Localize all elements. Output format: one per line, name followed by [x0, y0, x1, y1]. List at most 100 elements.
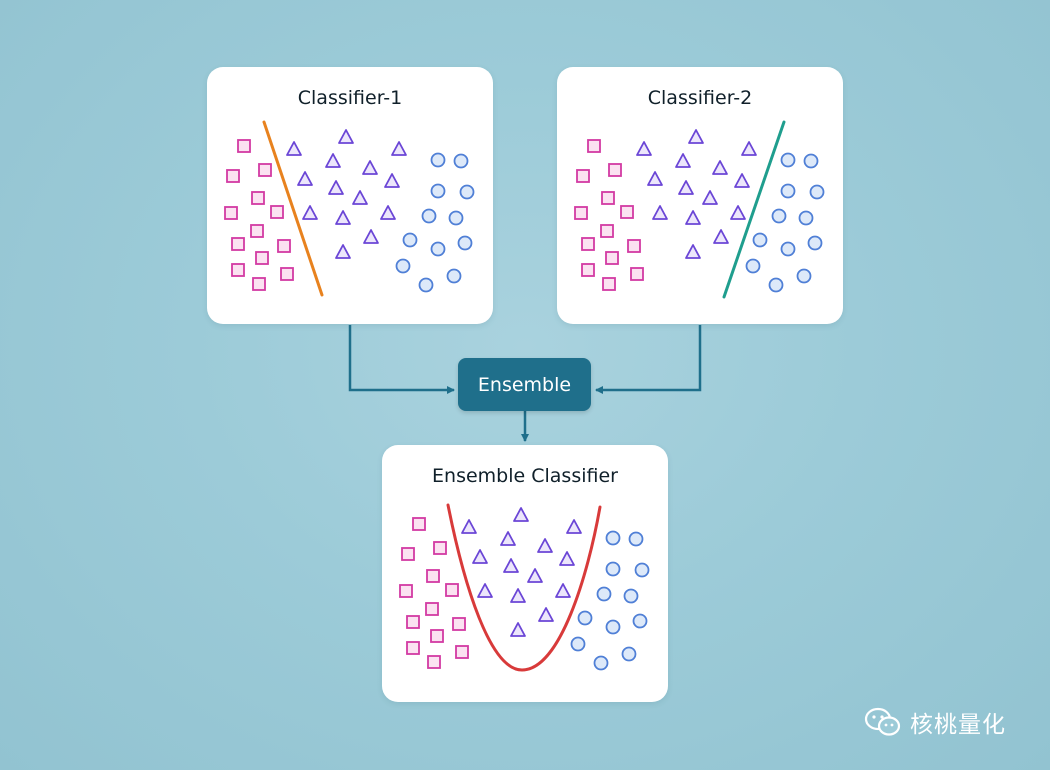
circle-point: [780, 152, 796, 168]
circle-point: [809, 184, 825, 200]
circle-point: [430, 241, 446, 257]
triangle-point: [352, 190, 368, 205]
square-point: [620, 205, 634, 219]
triangle-point: [380, 205, 396, 220]
triangle-point: [391, 141, 407, 156]
triangle-point: [503, 558, 519, 573]
square-point: [581, 237, 595, 251]
circle-point: [623, 588, 639, 604]
square-point: [250, 224, 264, 238]
triangle-point: [685, 210, 701, 225]
circle-point: [768, 277, 784, 293]
circle-point: [448, 210, 464, 226]
triangle-point: [713, 229, 729, 244]
square-point: [406, 641, 420, 655]
square-point: [426, 569, 440, 583]
circle-point: [771, 208, 787, 224]
square-point: [277, 239, 291, 253]
decision-boundary: [262, 120, 324, 297]
triangle-point: [647, 171, 663, 186]
triangle-point: [652, 205, 668, 220]
square-point: [445, 583, 459, 597]
square-point: [251, 191, 265, 205]
triangle-point: [685, 244, 701, 259]
circle-point: [745, 258, 761, 274]
square-point: [224, 206, 238, 220]
triangle-point: [734, 173, 750, 188]
square-point: [627, 239, 641, 253]
triangle-point: [384, 173, 400, 188]
triangle-point: [510, 622, 526, 637]
square-point: [255, 251, 269, 265]
circle-point: [418, 277, 434, 293]
triangle-point: [513, 507, 529, 522]
triangle-point: [338, 129, 354, 144]
square-point: [581, 263, 595, 277]
circle-point: [780, 183, 796, 199]
circle-point: [457, 235, 473, 251]
triangle-point: [688, 129, 704, 144]
square-point: [412, 517, 426, 531]
circle-point: [459, 184, 475, 200]
square-point: [587, 139, 601, 153]
decision-boundary: [446, 503, 602, 672]
triangle-point: [712, 160, 728, 175]
square-point: [280, 267, 294, 281]
square-point: [608, 163, 622, 177]
square-point: [399, 584, 413, 598]
circle-point: [593, 655, 609, 671]
triangle-point: [678, 180, 694, 195]
square-point: [231, 237, 245, 251]
ensemble-classifier-panel: Ensemble Classifier: [382, 445, 668, 702]
triangle-point: [510, 588, 526, 603]
triangle-point: [286, 141, 302, 156]
watermark-text: 核桃量化: [910, 712, 1006, 738]
circle-point: [570, 636, 586, 652]
square-point: [406, 615, 420, 629]
square-point: [425, 602, 439, 616]
triangle-point: [472, 549, 488, 564]
panel-title: Ensemble Classifier: [432, 465, 618, 487]
classifier-1-panel: Classifier-1: [207, 67, 493, 324]
triangle-point: [559, 551, 575, 566]
square-point: [430, 629, 444, 643]
triangle-point: [702, 190, 718, 205]
triangle-point: [325, 153, 341, 168]
classifier-2-plot: [574, 120, 825, 299]
circle-point: [628, 531, 644, 547]
circle-point: [621, 646, 637, 662]
circle-point: [402, 232, 418, 248]
triangle-point: [555, 583, 571, 598]
triangle-point: [363, 229, 379, 244]
triangle-point: [500, 531, 516, 546]
triangle-point: [302, 205, 318, 220]
circle-point: [632, 613, 648, 629]
circle-point: [807, 235, 823, 251]
square-point: [226, 169, 240, 183]
classifier-2-panel: Classifier-2: [557, 67, 843, 324]
circle-point: [780, 241, 796, 257]
square-point: [452, 617, 466, 631]
triangle-point: [477, 583, 493, 598]
circle-point: [796, 268, 812, 284]
square-point: [252, 277, 266, 291]
circle-point: [430, 183, 446, 199]
square-point: [427, 655, 441, 669]
triangle-point: [335, 210, 351, 225]
watermark: 核桃量化: [864, 702, 1006, 742]
circle-point: [803, 153, 819, 169]
ensemble-node: Ensemble: [458, 358, 591, 411]
arrow-classifier1-to-ensemble: [348, 325, 455, 394]
triangle-point: [538, 607, 554, 622]
circle-point: [577, 610, 593, 626]
triangle-point: [328, 180, 344, 195]
circle-point: [446, 268, 462, 284]
triangle-point: [636, 141, 652, 156]
square-point: [602, 277, 616, 291]
circle-point: [430, 152, 446, 168]
circle-point: [421, 208, 437, 224]
triangle-point: [566, 519, 582, 534]
classifier-1-plot: [224, 120, 475, 297]
triangle-point: [730, 205, 746, 220]
